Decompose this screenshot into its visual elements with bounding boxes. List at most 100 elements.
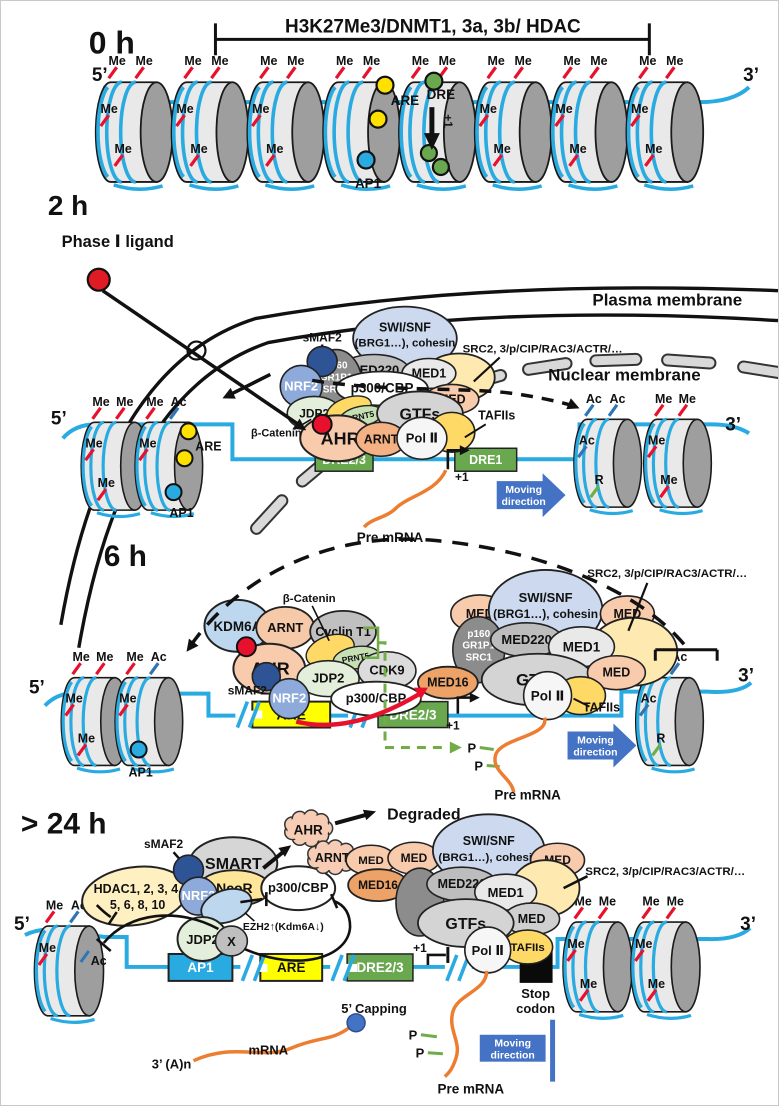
ezh2-blob [200,888,253,925]
me-mark-label: Me [480,102,497,116]
p160-label: p160 [467,629,490,640]
left-spread-arrow [231,372,272,395]
r-mark-tick [589,485,600,499]
me-mark-label: Me [639,54,656,68]
ac-mark-label: Ac [91,954,107,968]
nucleosome [94,80,174,191]
ap1-site-dot [129,740,148,759]
tss-arrow-6h [456,696,472,714]
phase1-ligand-dot [86,267,111,292]
plasma-membrane-label: Plasma membrane [592,291,742,310]
plus1-label-6h: +1 [446,719,460,733]
me-mark-tick [64,703,75,717]
moving-label: Moving [494,1039,531,1050]
moving-direction-arrow-6h [567,723,637,768]
polii-label: Pol Ⅱ [531,689,565,704]
smart-label: SMART [205,856,262,873]
degradation-arrow [262,848,287,870]
time-label-0h: 0 h [89,24,135,60]
bracket-label: H3K27Me3/DNMT1, 3a, 3b/ HDAC [285,16,581,37]
smaf2-blob [251,661,282,692]
nrf2-blob [268,677,311,720]
jdp2-label: JDP2 [312,671,344,686]
direction-label: direction [491,1051,535,1062]
polya-label: 3’ (A)n [152,1057,192,1072]
me-mark-label: Me [139,436,156,450]
me-mark-tick [410,66,422,80]
src2-label: SRC2, 3/p/CIP/RAC3/ACTR/… [463,344,623,356]
five-prime-6h: 5’ [29,678,45,699]
me-mark-label: Me [78,732,95,746]
me-mark-label: Me [101,102,118,116]
inhibition-bar [329,893,339,909]
arrowhead [459,445,470,456]
nucleosome [562,920,633,1020]
tafiis-label: TAFIIs [478,408,515,422]
me-mark-label: Me [667,894,684,908]
bcatenin-label: β-Catenin [283,593,336,605]
med-label: MED [358,855,384,867]
polii-blob [522,670,573,721]
nucleosome [625,80,705,191]
arnt-label: ARNT [267,620,303,635]
dre1-label-2h: DRE1 [469,453,502,467]
direction-label: direction [573,747,617,758]
med-label: MED [518,912,546,926]
ezh2-label: EZH2↑(Kdm6A↓) [243,922,324,933]
me-mark-tick [138,448,149,462]
me-mark-tick [486,66,498,80]
swi-snf-label2: (BRG1…), cohesin [438,852,539,864]
ap1-label-24h: AP1 [187,960,214,975]
me-mark-tick [115,406,126,420]
me-mark-tick [653,403,665,417]
ac-mark-tick [584,403,595,417]
swi-snf-label: SWI/SNF [463,834,515,848]
tss-blocked-arrow [426,953,446,965]
dre1-box-2h [454,447,518,472]
me-mark-tick [71,662,82,676]
annotations: 0 h H3K27Me3/DNMT1, 3a, 3b/ HDAC 5’ 3’ 2… [14,16,759,1096]
dna-break-slash [240,954,255,982]
me-mark-tick [91,406,102,420]
src2-label: SRC2, 3/p/CIP/RAC3/ACTR/… [587,568,747,580]
time-label-24h: > 24 h [21,807,107,840]
phospho-label: P [474,758,483,773]
inhibition-arc [243,899,352,962]
med-label: MED [401,851,428,865]
direction-label: direction [502,497,546,508]
ap1-site-label-2h: AP1 [169,506,193,520]
tafiis-label: TAFIIs [511,942,545,954]
nucleosome [246,80,326,191]
me-mark-label: Me [65,692,82,706]
arnt-label: ARNT [364,432,399,446]
me-mark-label: Me [514,54,531,68]
h24-repressor-complex: HDAC1, 2, 3, 4, 5, 6, 8, 10 SMART NcoR p… [81,806,461,962]
ac-mark-tick [168,406,180,420]
me-mark-label: Me [96,650,113,664]
me-mark-tick [265,154,276,167]
moving-direction-arrow-2h [496,473,566,518]
smaf2-blob [306,345,338,378]
ahr-degraded-cloud [284,809,334,848]
nucleosome [549,80,629,191]
polii-label: Pol Ⅱ [472,943,504,958]
moving-label: Moving [505,485,542,496]
phospho-label: P [416,1046,425,1061]
me-mark-label: Me [176,102,193,116]
me-mark-label: Me [555,102,572,116]
me-mark-tick [646,445,658,459]
arrowhead [469,692,480,703]
nucleosome [630,920,701,1020]
arrowhead [222,387,236,399]
phospho-label: P [409,1028,418,1043]
me-mark-tick [189,154,200,167]
three-prime-2h: 3’ [725,414,741,435]
moving-label: Moving [577,736,614,747]
me-mark-tick [259,66,270,80]
degraded-arrow [334,812,369,826]
r-mark-label: R [595,473,604,487]
nucleosome [473,80,553,191]
